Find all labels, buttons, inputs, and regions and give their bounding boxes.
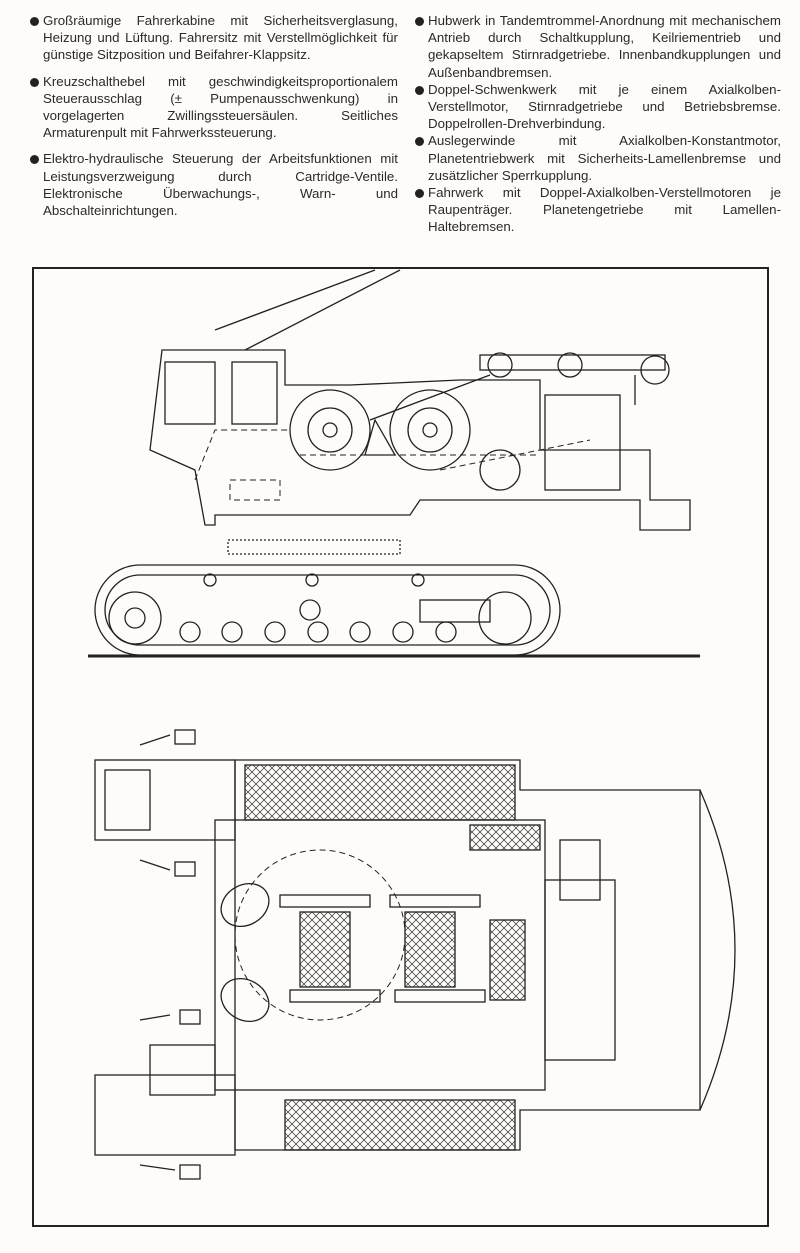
feature-item: Elektro-hydraulische Steuerung der Arbei…: [30, 150, 398, 219]
feature-list-left: Großräumige Fahrerkabine mit Sicherheits…: [30, 12, 398, 228]
feature-item: Kreuzschalthebel mit geschwindigkeitspro…: [30, 73, 398, 142]
feature-item: Großräumige Fahrerkabine mit Sicherheits…: [30, 12, 398, 64]
feature-text: Elektro-hydraulische Steuerung der Arbei…: [43, 151, 398, 219]
cab-window: [231, 361, 278, 425]
bullet-icon: [415, 17, 424, 26]
bullet-icon: [30, 77, 39, 87]
feature-item: Auslegerwinde mit Axialkolben-Konstantmo…: [415, 132, 781, 184]
feature-text: Großräumige Fahrerkabine mit Sicherheits…: [43, 13, 398, 63]
bullet-icon: [415, 85, 424, 95]
feature-list-right: Hubwerk in Tandemtrommel-Anordnung mit m…: [415, 12, 781, 236]
feature-text: Auslegerwinde mit Axialkolben-Konstantmo…: [428, 133, 781, 183]
feature-text: Kreuzschalthebel mit geschwindigkeitspro…: [43, 73, 398, 141]
feature-item: Hubwerk in Tandemtrommel-Anordnung mit m…: [415, 12, 781, 81]
feature-item: Doppel-Schwenkwerk mit je einem Axialkol…: [415, 81, 781, 133]
bullet-icon: [415, 137, 424, 147]
feature-text: Hubwerk in Tandemtrommel-Anordnung mit m…: [428, 13, 781, 80]
feature-text: Doppel-Schwenkwerk mit je einem Axialkol…: [428, 81, 781, 132]
side-view: [88, 269, 700, 658]
cab-window: [164, 361, 216, 425]
bullet-icon: [415, 189, 424, 199]
top-view: [94, 729, 736, 1180]
feature-item: Fahrwerk mit Doppel-Axialkolben-Verstell…: [415, 184, 781, 236]
drawing-frame: [32, 267, 769, 1227]
feature-text: Fahrwerk mit Doppel-Axialkolben-Verstell…: [428, 185, 781, 235]
bullet-icon: [30, 155, 39, 165]
bullet-icon: [30, 17, 39, 26]
